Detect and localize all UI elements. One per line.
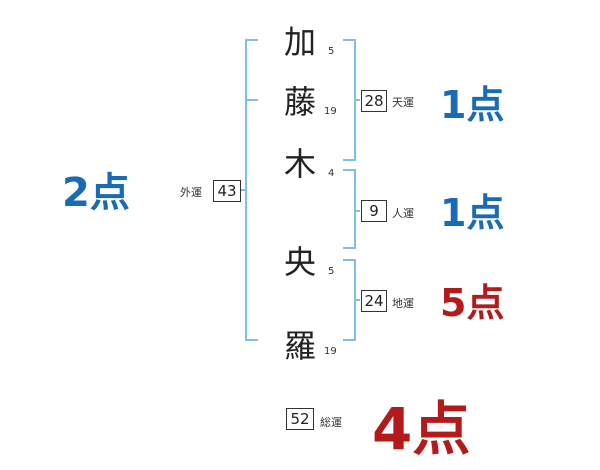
surname-strokes-2: 19 [324,106,337,117]
souun-value-box: 52 [286,408,314,430]
chiun-label: 地運 [392,297,414,310]
gaiun-bracket [240,39,258,341]
jinun-label: 人運 [392,207,414,220]
gaiun-value-box: 43 [213,180,241,202]
gaiun-label: 外運 [180,186,202,199]
chiun-score: 5点 [440,281,505,325]
given-strokes-2: 19 [324,346,337,357]
given-char-2: 羅 [283,327,316,365]
surname-char-1: 加 [283,23,316,61]
souun-score: 4点 [372,395,471,463]
surname-char-2: 藤 [283,83,316,121]
chiun-value-box: 24 [361,290,387,312]
chiun-bracket [343,259,360,341]
jinun-score: 1点 [440,191,505,235]
given-char-1: 央 [283,243,316,281]
tenun-bracket [343,39,360,161]
jinun-value-box: 9 [361,200,387,222]
surname-strokes-1: 5 [328,46,335,57]
gaiun-score: 2点 [62,170,130,216]
given-strokes-1: 5 [328,266,335,277]
surname-char-3: 木 [283,145,316,183]
jinun-bracket [343,169,360,249]
tenun-label: 天運 [392,96,414,109]
tenun-score: 1点 [440,83,505,127]
surname-strokes-3: 4 [328,168,335,179]
souun-label: 総運 [320,416,342,429]
tenun-value-box: 28 [361,90,387,112]
